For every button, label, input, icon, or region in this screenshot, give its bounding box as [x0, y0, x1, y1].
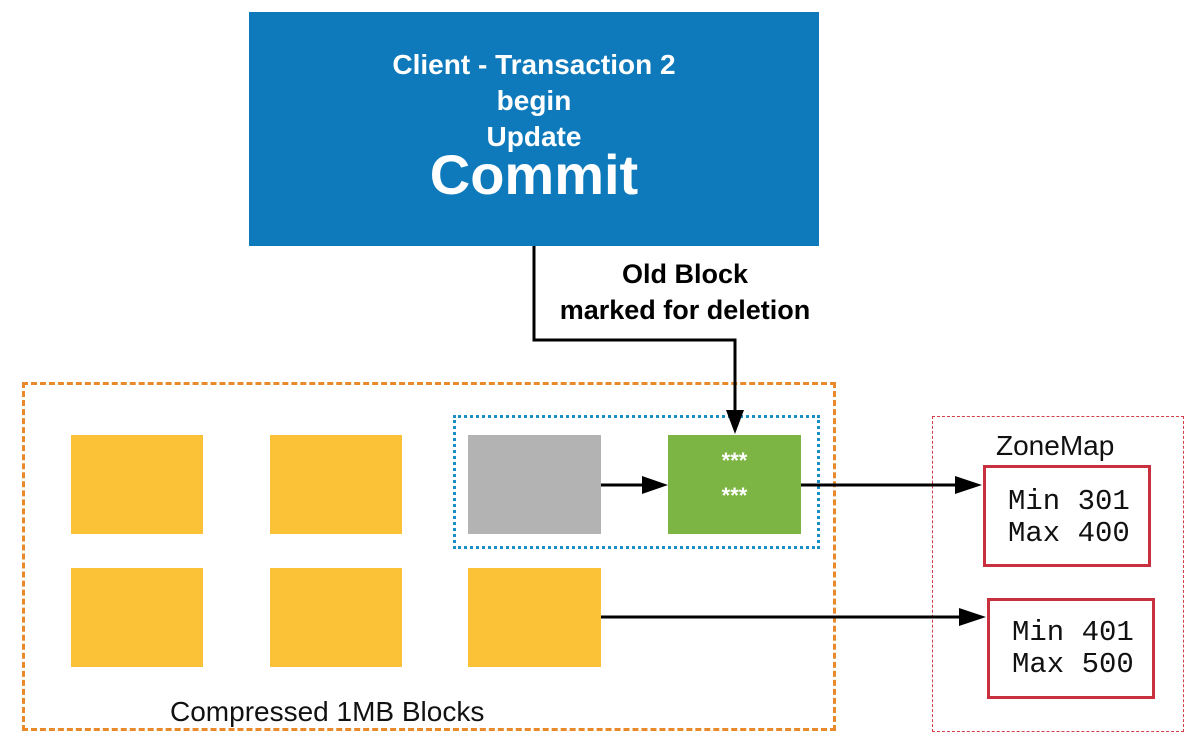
block-row1-col1 — [71, 435, 203, 534]
new-block-line-2: *** — [721, 483, 748, 508]
client-title: Client - Transaction 2 — [392, 49, 676, 80]
zonemap-entry-2-max: Max 500 — [1012, 648, 1134, 681]
block-row2-col2 — [270, 568, 402, 667]
arrowhead-zonemap-1 — [955, 476, 982, 494]
callout-line-2: marked for deletion — [559, 295, 811, 325]
compressed-blocks-frame — [22, 382, 836, 731]
zonemap-entry-1: Min 301 Max 400 — [983, 465, 1151, 567]
old-block — [468, 435, 601, 534]
client-update-label: Update — [486, 121, 582, 152]
commit-to-new-block-connector — [532, 246, 737, 416]
callout-line-1: Old Block — [621, 259, 749, 289]
zonemap-entry-1-min: Min 301 — [1008, 485, 1130, 518]
zonemap-title: ZoneMap — [996, 430, 1115, 461]
block-row2-col1 — [71, 568, 203, 667]
arrowhead-old-to-new — [642, 476, 668, 494]
new-block: *** *** — [668, 435, 801, 534]
client-begin-label: begin — [496, 85, 572, 116]
zonemap-entry-2: Min 401 Max 500 — [987, 598, 1155, 699]
block-row2-col3 — [468, 568, 601, 667]
zonemap-entry-1-max: Max 400 — [1008, 517, 1130, 550]
new-block-line-1: *** — [721, 448, 748, 473]
zonemap-frame — [932, 416, 1184, 732]
old-block-callout: Old Block marked for deletion — [530, 256, 840, 328]
client-transaction-box: Client - Transaction 2 begin Update Comm… — [249, 12, 819, 246]
arrowhead-zonemap-2 — [959, 608, 986, 626]
blocks-caption: Compressed 1MB Blocks — [170, 696, 485, 727]
updated-block-group-frame — [453, 415, 820, 549]
zonemap-entry-2-min: Min 401 — [1012, 616, 1134, 649]
block-row1-col2 — [270, 435, 402, 534]
client-commit-label: Commit — [429, 143, 639, 206]
arrowhead-down — [726, 410, 744, 434]
